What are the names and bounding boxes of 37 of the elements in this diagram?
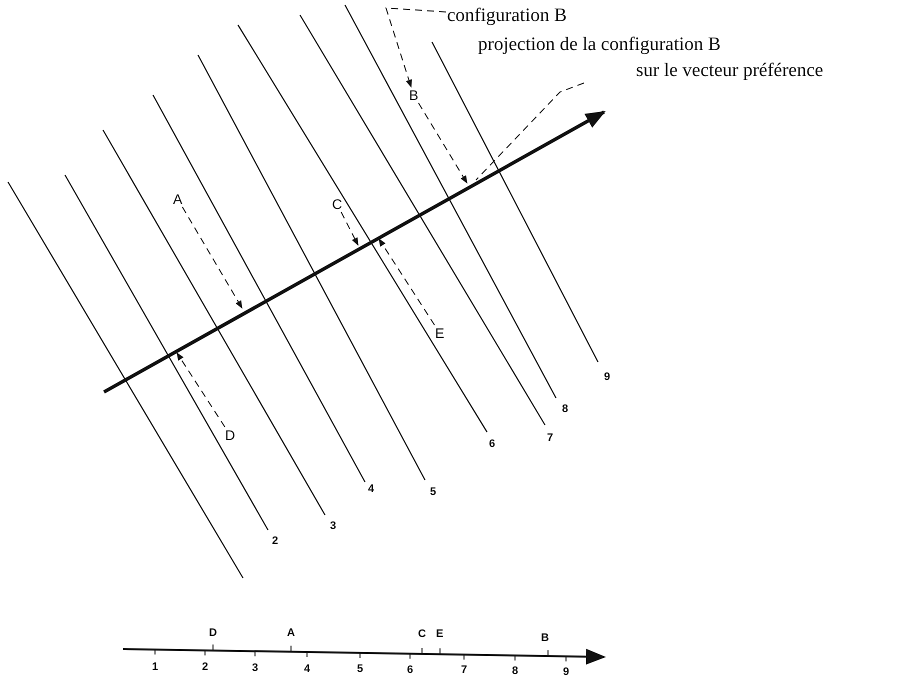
configuration-letter: D (224, 428, 236, 442)
projection-arrow (340, 212, 358, 246)
annotation-text: sur le vecteur préférence (636, 60, 824, 82)
projection-arrow (182, 206, 242, 309)
configuration-letter: C (331, 197, 344, 211)
configuration-mark: A (287, 628, 295, 639)
configuration-mark: C (418, 629, 426, 640)
line-number: 5 (430, 487, 436, 498)
line-number: 8 (562, 404, 568, 415)
line-number: 9 (604, 372, 610, 383)
configuration-letter: B (408, 88, 420, 102)
tick-label: 7 (461, 665, 468, 676)
line-number: 7 (547, 433, 554, 444)
tick-label: 6 (407, 665, 414, 676)
tick-label: 1 (152, 662, 158, 673)
projection-arrow (176, 352, 226, 428)
annotation-text: configuration B (447, 5, 567, 27)
tick-label: 3 (252, 663, 258, 674)
line-number: 3 (330, 521, 336, 532)
projection-arrow (378, 238, 435, 326)
tick-label: 5 (357, 664, 364, 675)
configuration-mark: D (209, 628, 217, 639)
tick-label: 2 (202, 662, 208, 673)
tick-label: 9 (563, 667, 570, 678)
configuration-mark: B (541, 633, 549, 644)
line-number: 6 (489, 439, 496, 450)
line-number: 2 (272, 536, 278, 547)
projection-arrow (418, 102, 468, 184)
configuration-letter: E (434, 326, 446, 340)
leader-line (385, 7, 446, 88)
leader-line (476, 82, 584, 180)
tick-label: 8 (512, 666, 518, 677)
annotation-text: projection de la configuration B (478, 34, 722, 56)
configuration-letter: A (172, 192, 184, 206)
configuration-mark: E (436, 629, 444, 640)
line-number: 4 (368, 484, 374, 495)
tick-label: 4 (304, 664, 310, 675)
